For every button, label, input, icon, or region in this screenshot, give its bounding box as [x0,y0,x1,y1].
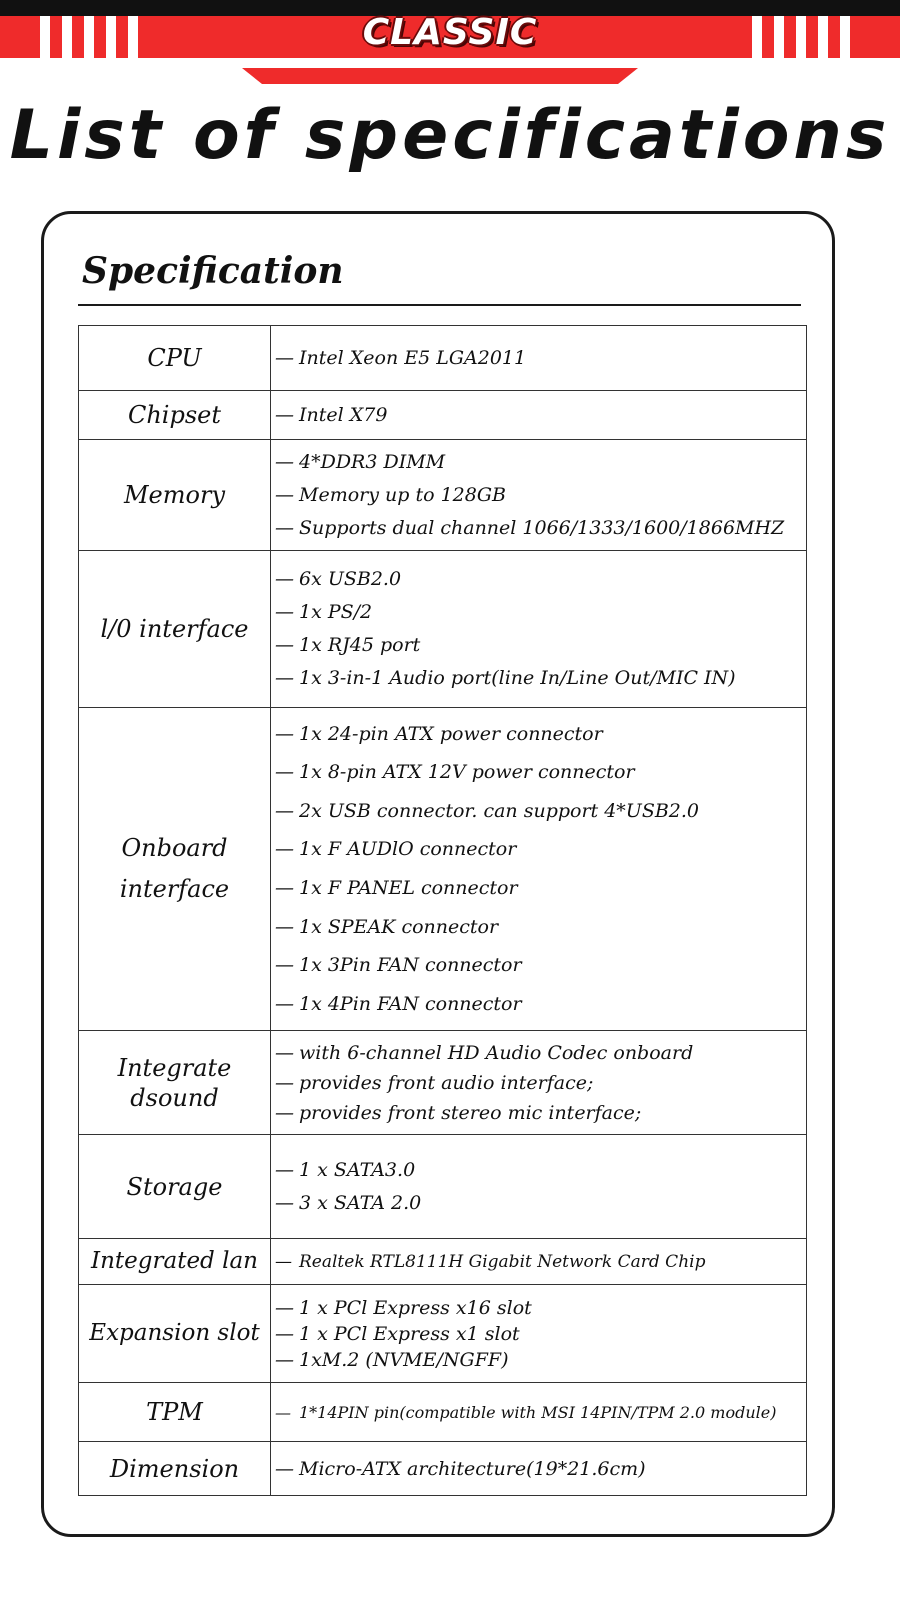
value-line: —1x RJ45 port [275,634,421,656]
value-line: —1x F PANEL connector [275,877,518,899]
value-line: —1xM.2 (NVME/NGFF) [275,1348,509,1371]
spec-value: —with 6-channel HD Audio Codec onboard —… [270,1030,807,1135]
value-line: —1x 8-pin ATX 12V power connector [275,761,635,784]
value-line: —Supports dual channel 1066/1333/1600/18… [275,516,785,539]
value-line: —Realtek RTL8111H Gigabit Network Card C… [275,1251,706,1272]
value-line: —provides front stereo mic interface; [275,1101,642,1124]
label-line: CPU [147,344,202,372]
value-line: —1x SPEAK connector [275,915,499,938]
spec-value: —1 x SATA3.0 —3 x SATA 2.0 [270,1134,807,1239]
value-line: —1x 3Pin FAN connector [275,954,522,977]
label-line: Dimension [109,1454,240,1483]
specification-card [41,211,835,1537]
label-line: dsound [130,1083,219,1112]
spec-value: —Intel X79 [270,390,807,440]
spec-label: CPU [78,325,271,391]
table-row: Integrated lan —Realtek RTL8111H Gigabit… [78,1238,807,1285]
table-row: Dimension —Micro-ATX architecture(19*21.… [78,1441,807,1496]
table-row: Memory —4*DDR3 DIMM —Memory up to 128GB … [78,439,807,551]
value-line: —provides front audio interface; [275,1071,594,1094]
spec-label: Storage [78,1134,271,1239]
value-line: —1x PS/2 [275,601,373,623]
value-line: —Micro-ATX architecture(19*21.6cm) [275,1457,646,1480]
value-line: —1x 3-in-1 Audio port(line In/Line Out/M… [275,667,736,689]
value-line: —3 x SATA 2.0 [275,1191,422,1214]
value-line: —1x 24-pin ATX power connector [275,722,603,745]
label-line: Integrate [117,1053,232,1082]
table-row: Expansion slot —1 x PCl Express x16 slot… [78,1284,807,1383]
specification-table: CPU —Intel Xeon E5 LGA2011 Chipset —Inte… [78,325,807,1496]
spec-value: —1 x PCl Express x16 slot —1 x PCl Expre… [270,1284,807,1383]
page-title: List of specifications [9,96,891,175]
label-line: Integrated lan [91,1248,258,1275]
section-title: Specification [82,250,344,292]
spec-value: —1*14PIN pin(compatible with MSI 14PIN/T… [270,1382,807,1442]
banner-text: CLASSIC [362,12,538,53]
table-row: l/0 interface —6x USB2.0 —1x PS/2 —1x RJ… [78,550,807,708]
table-row: Onboard interface —1x 24-pin ATX power c… [78,707,807,1031]
spec-label: Expansion slot [78,1284,271,1383]
spec-label: Dimension [78,1441,271,1496]
spec-value: —6x USB2.0 —1x PS/2 —1x RJ45 port —1x 3-… [270,550,807,708]
value-line: —6x USB2.0 [275,568,402,590]
table-row: CPU —Intel Xeon E5 LGA2011 [78,325,807,391]
spec-value: —Intel Xeon E5 LGA2011 [270,325,807,391]
value-line: —with 6-channel HD Audio Codec onboard [275,1041,694,1064]
table-row: Storage —1 x SATA3.0 —3 x SATA 2.0 [78,1134,807,1239]
value-line: —4*DDR3 DIMM [275,450,446,473]
value-line: —1x 4Pin FAN connector [275,992,522,1015]
table-row: Chipset —Intel X79 [78,390,807,440]
spec-label: Onboard interface [78,707,271,1031]
value-line: —1 x PCl Express x16 slot [275,1296,532,1319]
classic-banner: CLASSIC [0,0,900,90]
spec-label: Integrate dsound [78,1030,271,1135]
spec-label: Integrated lan [78,1238,271,1285]
table-row: Integrate dsound —with 6-channel HD Audi… [78,1030,807,1135]
label-line: Onboard [121,834,228,862]
table-row: TPM —1*14PIN pin(compatible with MSI 14P… [78,1382,807,1442]
spec-value: —4*DDR3 DIMM —Memory up to 128GB —Suppor… [270,439,807,551]
label-line: Expansion slot [89,1320,260,1347]
value-line: —Memory up to 128GB [275,483,506,506]
banner-graphic [0,0,900,84]
spec-value: —Realtek RTL8111H Gigabit Network Card C… [270,1238,807,1285]
value-line: —Intel X79 [275,404,388,426]
spec-label: TPM [78,1382,271,1442]
spec-label: l/0 interface [78,550,271,708]
spec-value: —1x 24-pin ATX power connector —1x 8-pin… [270,707,807,1031]
value-line: —1x F AUDlO connector [275,838,517,861]
label-line: TPM [146,1398,203,1426]
value-line: —1 x SATA3.0 [275,1158,416,1181]
value-line: —Intel Xeon E5 LGA2011 [275,347,527,369]
label-line: interface [119,875,230,903]
value-line: —1 x PCl Express x1 slot [275,1322,520,1345]
spec-label: Memory [78,439,271,551]
value-line: —2x USB connector. can support 4*USB2.0 [275,799,700,822]
value-line: —1*14PIN pin(compatible with MSI 14PIN/T… [275,1402,777,1422]
label-line: Chipset [127,401,222,429]
spec-value: —Micro-ATX architecture(19*21.6cm) [270,1441,807,1496]
label-line: l/0 interface [100,615,249,643]
section-divider [78,304,801,306]
label-line: Memory [123,481,225,509]
label-line: Storage [126,1172,223,1201]
spec-label: Chipset [78,390,271,440]
